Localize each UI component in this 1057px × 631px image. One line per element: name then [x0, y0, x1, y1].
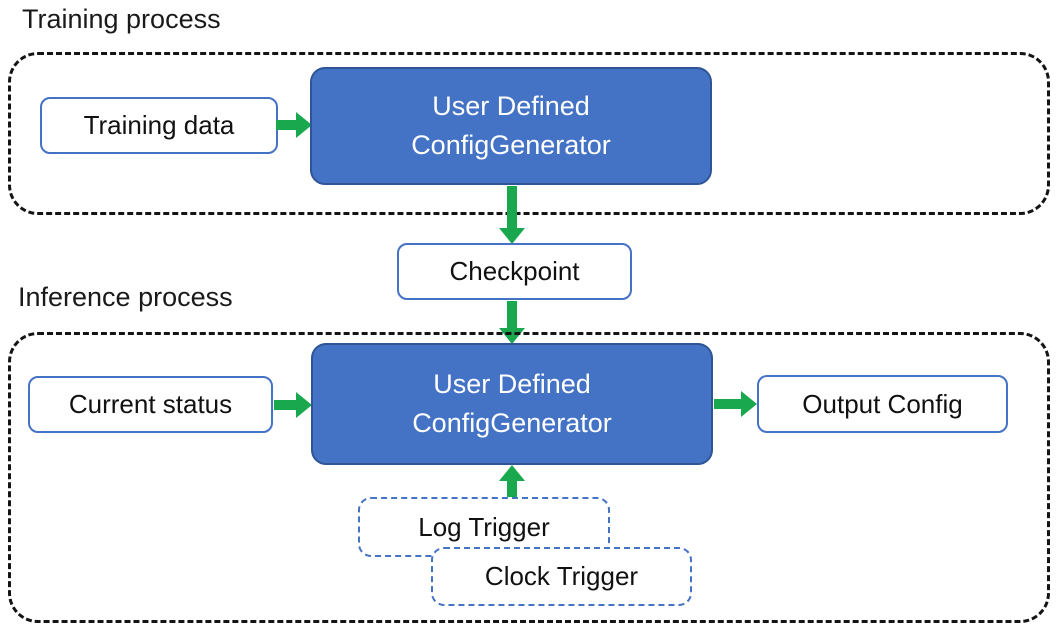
training-data-label: Training data [83, 110, 235, 140]
arrow-training-data-to-generator-icon [276, 112, 312, 138]
training-config-generator-label-line1: User Defined [432, 90, 590, 121]
clock-trigger-label: Clock Trigger [484, 561, 639, 591]
output-config-label: Output Config [802, 388, 963, 419]
checkpoint-label: Checkpoint [449, 256, 580, 286]
current-status-label: Current status [68, 389, 233, 419]
current-status-box: Current status [28, 376, 273, 433]
inference-process-container [8, 332, 1050, 623]
log-trigger-label: Log Trigger [418, 511, 550, 542]
checkpoint-box: Checkpoint [397, 243, 632, 300]
arrow-triggers-to-generator-icon [499, 465, 525, 498]
clock-trigger-box: Clock Trigger [431, 547, 692, 606]
arrow-current-status-to-generator-icon [274, 392, 312, 418]
training-config-generator-label-line2: ConfigGenerator [411, 130, 611, 160]
output-config-box: Output Config [757, 375, 1008, 433]
training-data-box: Training data [40, 97, 278, 154]
inference-config-generator-label-line1: User Defined [433, 368, 591, 399]
training-process-container [8, 52, 1050, 215]
arrow-generator-to-checkpoint-icon [499, 186, 525, 244]
training-config-generator-box: User Defined ConfigGenerator [310, 67, 712, 185]
inference-config-generator-box: User Defined ConfigGenerator [311, 343, 713, 465]
arrow-generator-to-output-icon [714, 391, 757, 417]
training-process-title: Training process [22, 4, 221, 34]
inference-process-title: Inference process [18, 282, 233, 312]
inference-config-generator-label-line2: ConfigGenerator [412, 408, 612, 438]
